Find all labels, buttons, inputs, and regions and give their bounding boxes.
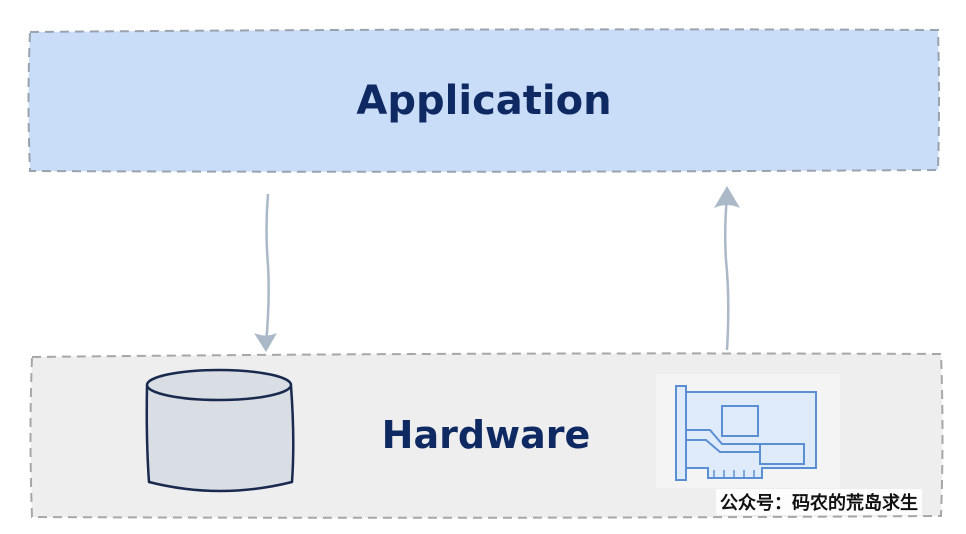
card-chip-large xyxy=(721,405,759,437)
application-layer: Application xyxy=(27,28,940,173)
expansion-card-icon xyxy=(656,374,840,488)
up-arrow xyxy=(714,186,740,351)
watermark-text: 公众号：码农的荒岛求生 xyxy=(716,489,922,515)
up-arrow-head xyxy=(714,186,740,208)
down-arrow xyxy=(254,193,277,352)
card-bracket xyxy=(675,385,687,481)
down-arrow-shaft xyxy=(264,193,270,345)
application-layer-box xyxy=(27,28,940,173)
down-arrow-head xyxy=(254,333,277,352)
card-chip-small xyxy=(759,443,805,465)
hardware-label: Hardware xyxy=(382,413,591,457)
card-pins xyxy=(713,470,755,478)
up-arrow-shaft xyxy=(723,195,730,351)
disk-cylinder-icon xyxy=(145,368,295,493)
disk-top xyxy=(145,368,293,402)
application-label: Application xyxy=(356,78,611,124)
disk-body xyxy=(145,384,295,493)
